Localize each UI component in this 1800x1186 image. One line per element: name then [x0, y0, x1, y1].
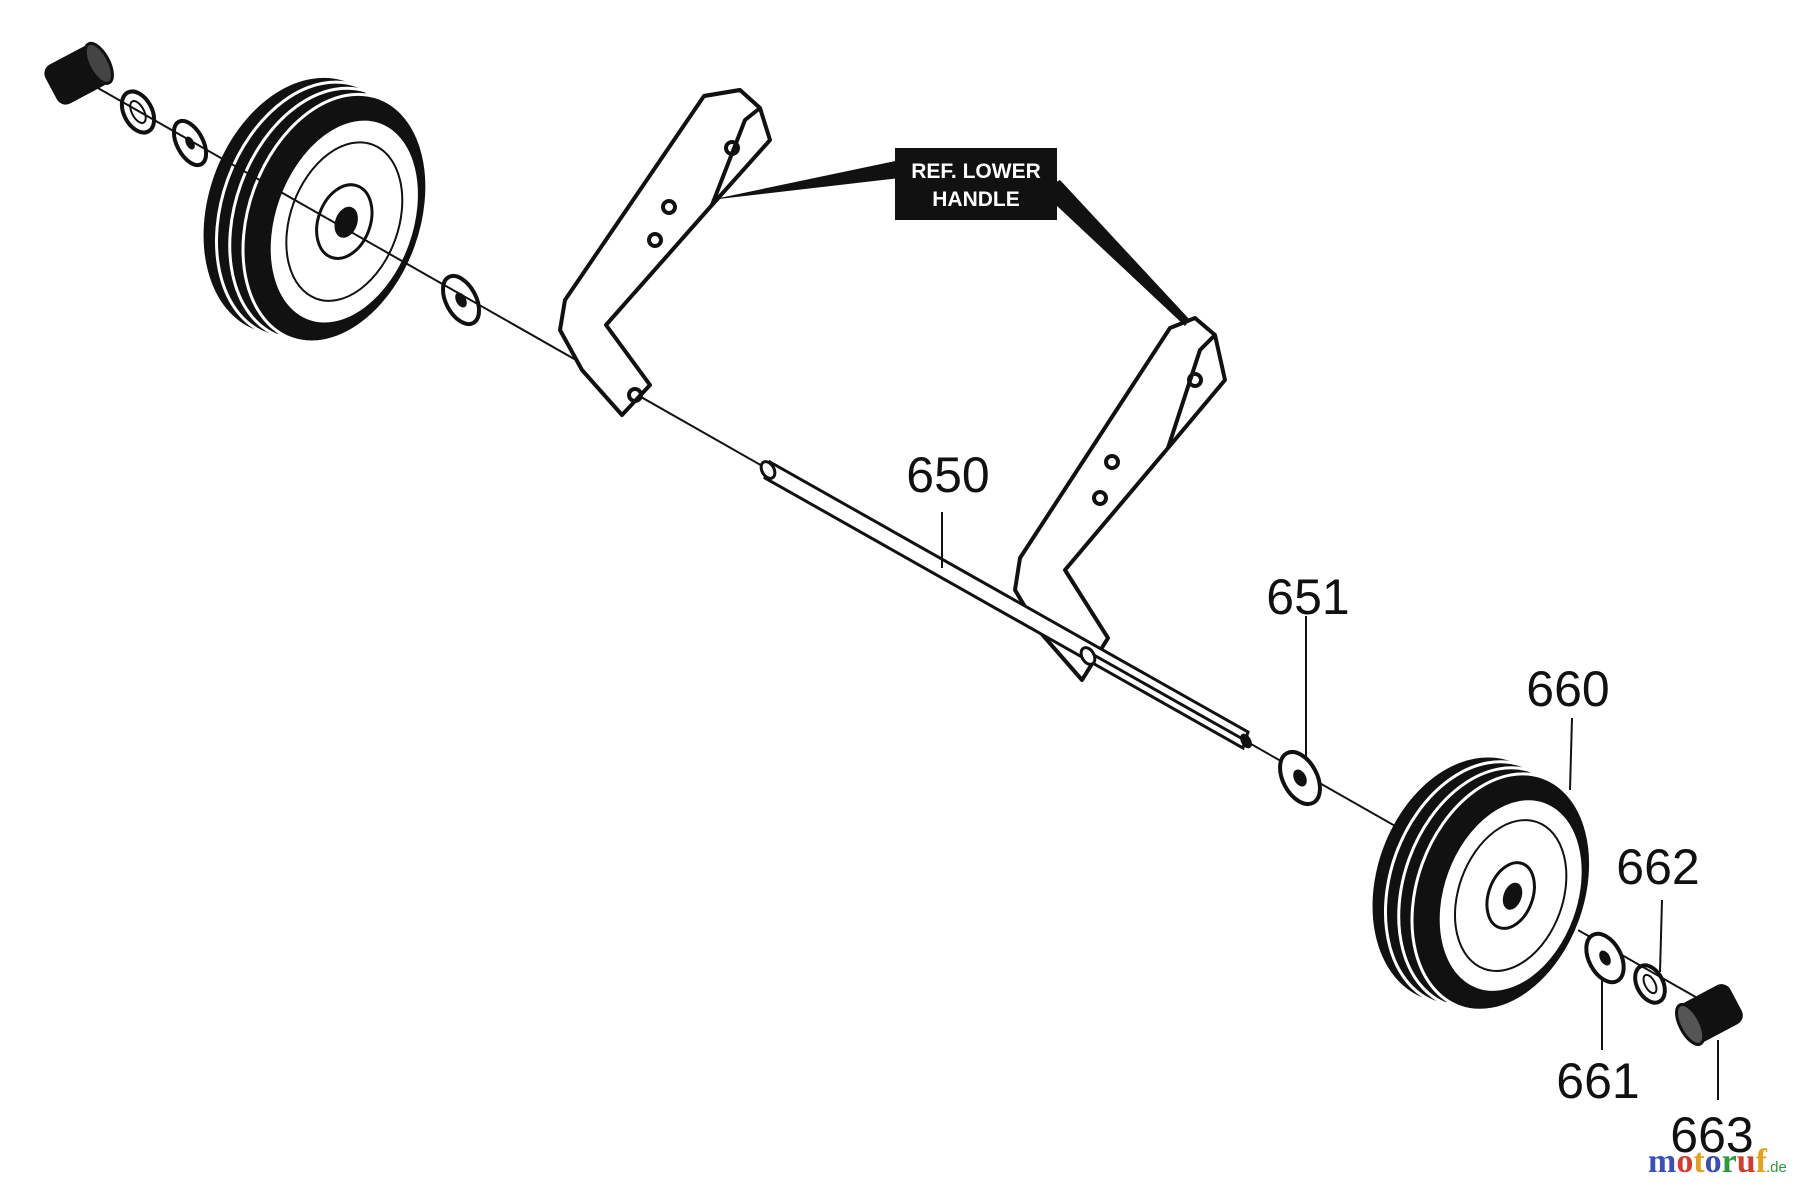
- ref-lower-handle-callout: REF. LOWER HANDLE: [710, 148, 1190, 326]
- right-inner-washer: [1278, 750, 1322, 806]
- part-number-650: 650: [906, 447, 989, 503]
- part-number-662: 662: [1616, 839, 1699, 895]
- part-number-651: 651: [1266, 569, 1349, 625]
- watermark-suffix: .de: [1766, 1159, 1787, 1176]
- wm-letter: o: [1705, 1143, 1722, 1180]
- wm-letter: t: [1693, 1143, 1705, 1180]
- right-wheel: [1372, 757, 1593, 1012]
- wm-letter: m: [1648, 1143, 1676, 1180]
- callout-line1: REF. LOWER: [911, 160, 1041, 183]
- left-inner-washer: [440, 273, 482, 327]
- wm-letter: r: [1722, 1143, 1737, 1180]
- left-cap: [44, 41, 114, 105]
- left-wheel: [203, 77, 429, 344]
- part-number-660: 660: [1526, 661, 1609, 717]
- callout-line2: HANDLE: [932, 188, 1020, 211]
- watermark-text: motoruf: [1648, 1143, 1768, 1180]
- watermark-logo: motoruf .de: [1648, 1143, 1787, 1180]
- wm-letter: f: [1756, 1143, 1768, 1180]
- axle-rod: [759, 459, 1252, 751]
- lower-handle-left-bracket: [558, 88, 772, 417]
- part-number-663: 663: [1670, 1107, 1753, 1163]
- wm-letter: o: [1676, 1143, 1693, 1180]
- right-outer-washer: [1584, 931, 1626, 985]
- wm-letter: u: [1737, 1143, 1756, 1180]
- right-cap: [1675, 984, 1743, 1046]
- left-hairpin-clip: [119, 89, 157, 135]
- part-number-661: 661: [1556, 1053, 1639, 1109]
- right-hairpin-clip: [1633, 963, 1667, 1005]
- leader-lines: [941, 512, 1719, 1100]
- left-outer-washer: [171, 118, 209, 168]
